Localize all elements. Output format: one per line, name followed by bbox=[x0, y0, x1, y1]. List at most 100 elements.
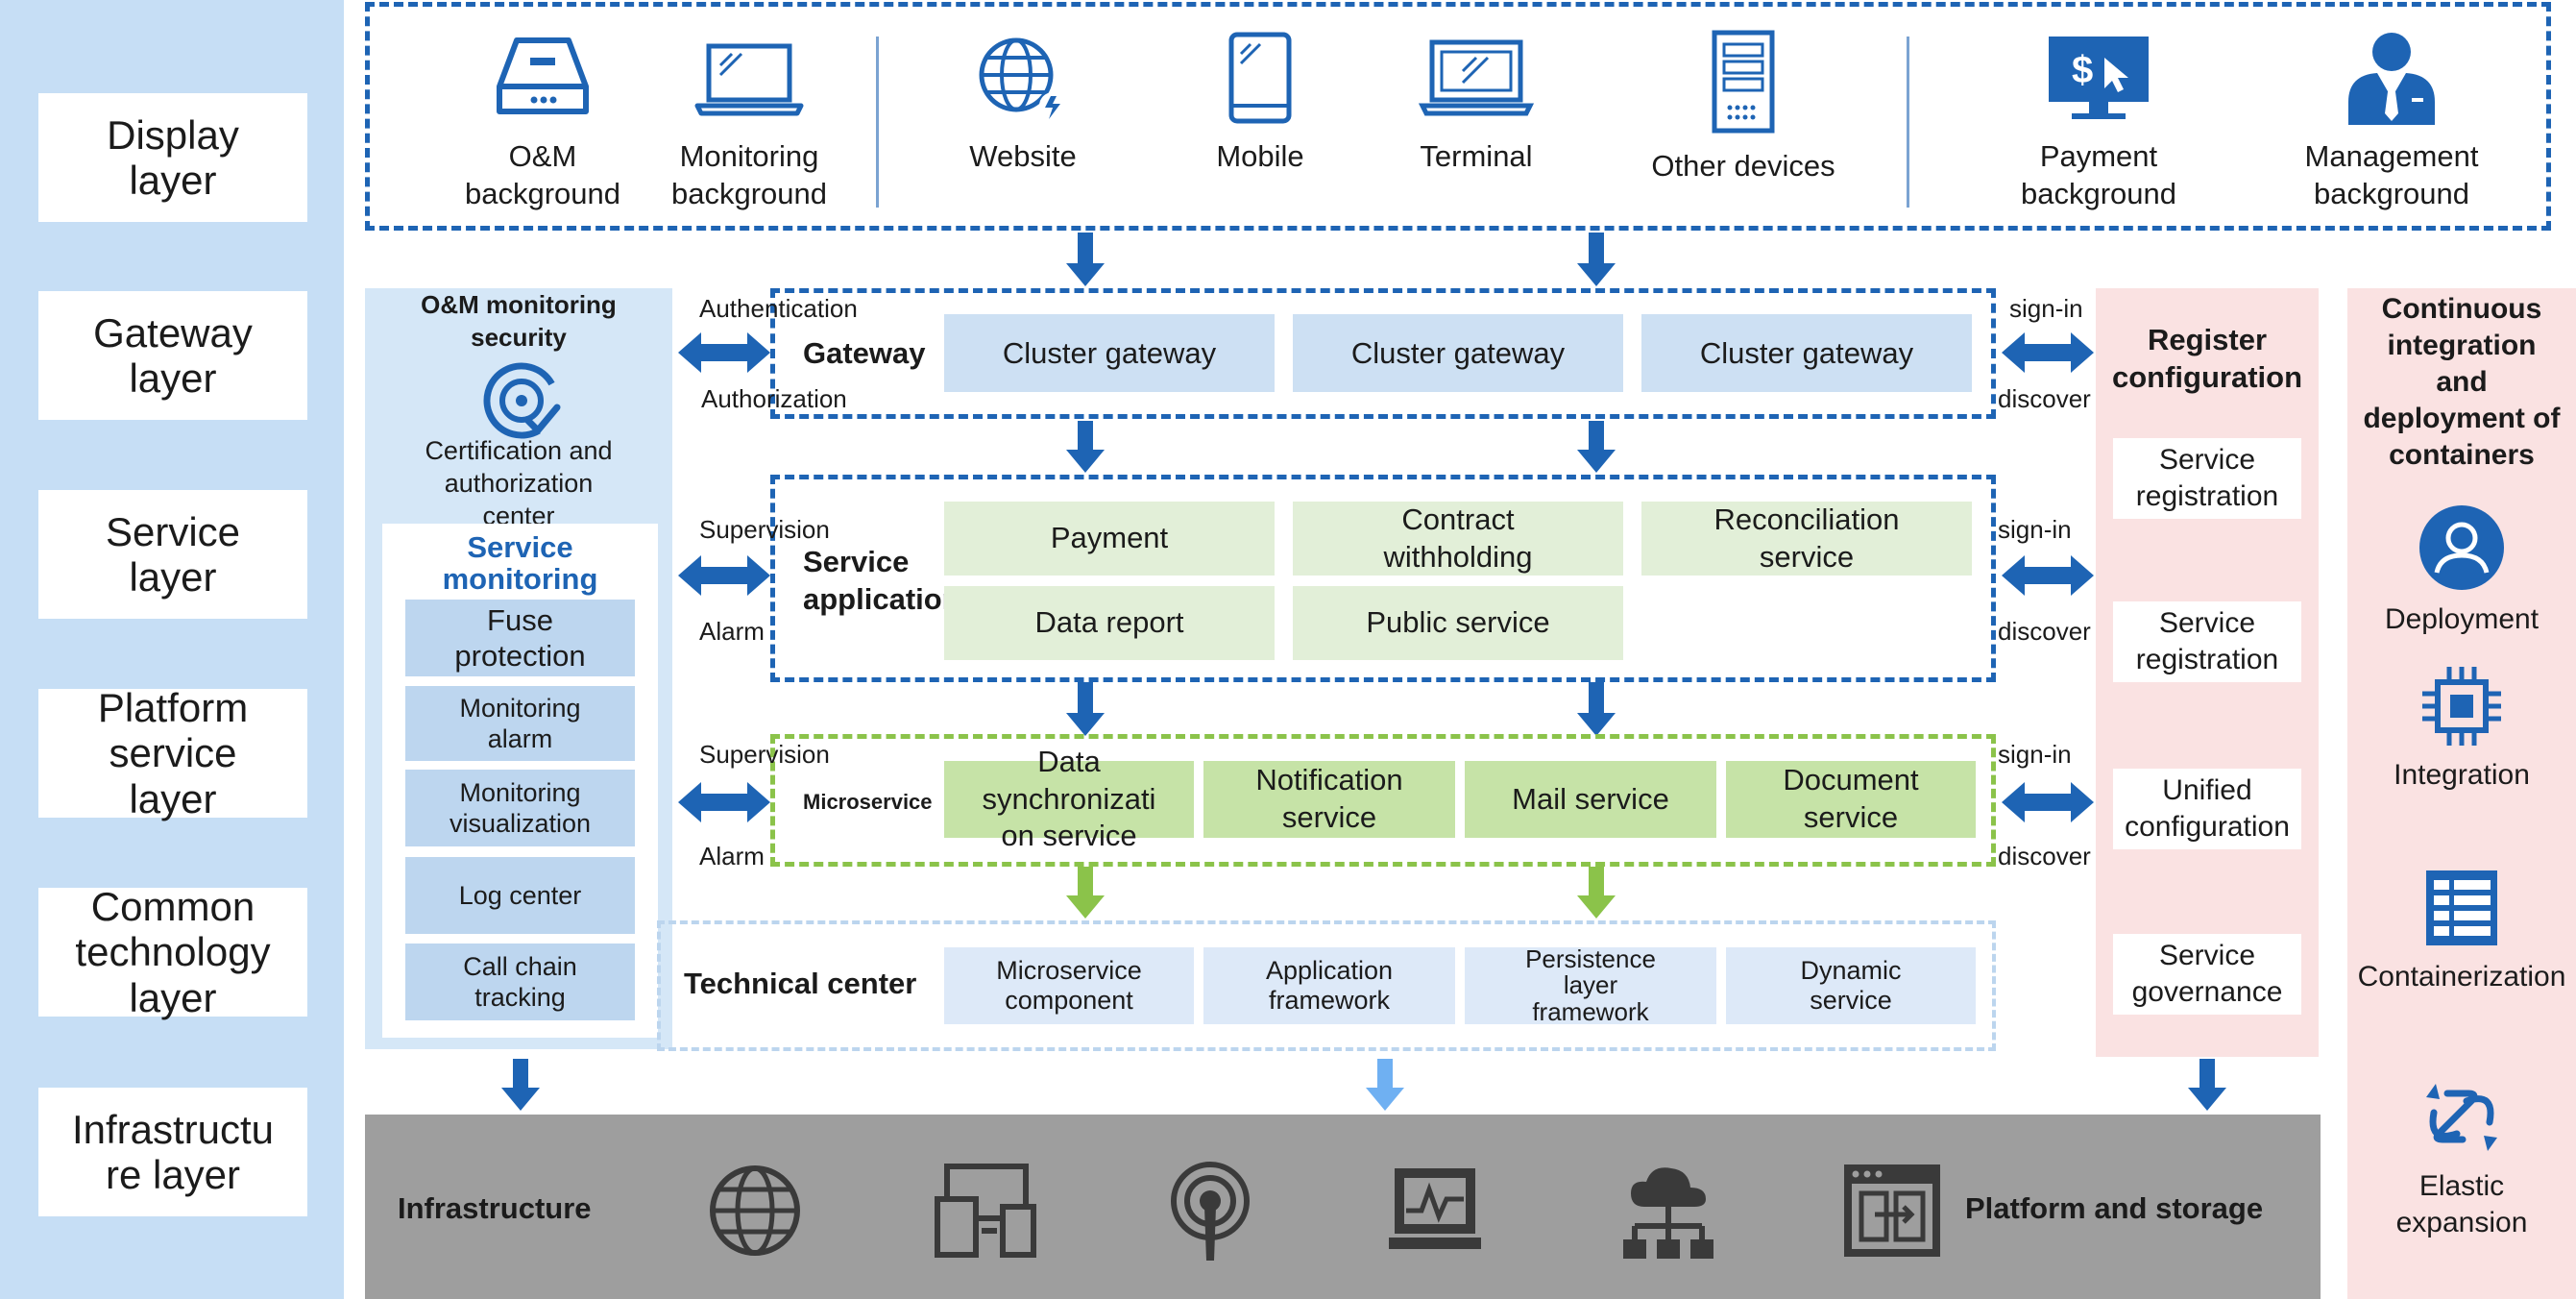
display-item-mobile: Mobile bbox=[1169, 29, 1351, 176]
register-configuration-title: Register configuration bbox=[2111, 323, 2303, 394]
down-arrow-green bbox=[1066, 867, 1105, 919]
cluster-gateway-box: Cluster gateway bbox=[1293, 314, 1623, 392]
down-arrow-light bbox=[1366, 1059, 1404, 1111]
microservice-title: Microservice bbox=[803, 790, 933, 814]
double-arrow bbox=[678, 782, 770, 822]
cluster-gateway-box: Cluster gateway bbox=[944, 314, 1275, 392]
monitoring-item-fuse-protection: Fuse protection bbox=[405, 600, 635, 676]
microservice-layer-box bbox=[770, 734, 1996, 867]
double-arrow bbox=[678, 555, 770, 596]
scale-icon bbox=[2426, 1084, 2497, 1151]
document-service-box: Document service bbox=[1726, 761, 1976, 838]
monitoring-item-log-center: Log center bbox=[405, 857, 635, 934]
layer-label-common-technology: Common technology layer bbox=[38, 884, 307, 1020]
ci-cd-panel bbox=[2347, 288, 2576, 1299]
contract-withholding-box: Contract withholding bbox=[1293, 502, 1623, 576]
display-divider bbox=[876, 37, 879, 208]
layer-label-gateway: Gateway layer bbox=[38, 291, 307, 420]
service-monitoring-title: Service monitoring bbox=[442, 530, 598, 596]
display-item-other-devices: Other devices bbox=[1623, 29, 1863, 185]
display-item-payment: $ Payment background bbox=[1988, 29, 2209, 213]
service-application-title: Service application bbox=[803, 545, 947, 616]
gateway-right-bottom-label: discover bbox=[1998, 384, 2091, 413]
ci-item-integration: Integration bbox=[2347, 663, 2576, 794]
down-arrow-green bbox=[1577, 867, 1616, 919]
payment-icon: $ bbox=[2049, 37, 2149, 119]
data-synchronization-service-box: Data synchronizati on service bbox=[944, 745, 1194, 852]
service-registration-box: Service registration bbox=[2113, 438, 2301, 519]
svg-text:$: $ bbox=[2072, 49, 2093, 91]
display-item-management: Management background bbox=[2267, 29, 2516, 213]
monitoring-item-monitoring-visualization: Monitoring visualization bbox=[405, 770, 635, 846]
mail-service-box: Mail service bbox=[1465, 761, 1716, 838]
gateway-left-bottom-label: Authorization bbox=[701, 384, 847, 413]
microservice-left-bottom-label: Alarm bbox=[699, 842, 765, 870]
ci-item-label: Containerization bbox=[2357, 961, 2566, 993]
devices-icon bbox=[935, 1164, 1036, 1258]
microservice-component-box: Microservice component bbox=[944, 947, 1194, 1024]
down-arrow bbox=[1577, 233, 1616, 286]
ci-item-label: Integration bbox=[2394, 759, 2530, 791]
double-arrow bbox=[2002, 782, 2094, 822]
monitor-chart-icon bbox=[1389, 1168, 1481, 1249]
microservice-left-top-label: Supervision bbox=[699, 740, 830, 769]
down-arrow bbox=[501, 1059, 540, 1111]
layer-label-infrastructure: Infrastructu re layer bbox=[38, 1088, 307, 1216]
notification-service-box: Notification service bbox=[1203, 761, 1455, 838]
globe-icon bbox=[710, 1165, 800, 1256]
service-governance-box: Service governance bbox=[2113, 934, 2301, 1015]
chip-icon bbox=[2422, 667, 2501, 746]
ci-item-containerization: Containerization bbox=[2347, 865, 2576, 995]
server-icon bbox=[1712, 30, 1775, 134]
ci-cd-title: Continuous integration and deployment of… bbox=[2363, 292, 2561, 472]
technical-center-box bbox=[657, 920, 1996, 1051]
down-arrow bbox=[1066, 421, 1105, 473]
user-circle-icon bbox=[2419, 505, 2504, 590]
display-item-label: Other devices bbox=[1651, 149, 1835, 183]
infrastructure-title: Infrastructure bbox=[398, 1191, 592, 1225]
down-arrow bbox=[1066, 682, 1105, 736]
microservice-right-bottom-label: discover bbox=[1998, 842, 2091, 870]
container-icon bbox=[2426, 870, 2497, 945]
cloud-network-icon bbox=[1623, 1167, 1713, 1259]
om-panel-title: O&M monitoring security bbox=[421, 290, 617, 352]
layer-label-display: Display layer bbox=[38, 93, 307, 222]
infrastructure-band bbox=[365, 1115, 2321, 1299]
globe-icon bbox=[979, 37, 1066, 119]
gateway-layer-box bbox=[770, 288, 1996, 419]
display-item-label: Payment background bbox=[2020, 139, 2176, 210]
service-left-top-label: Supervision bbox=[699, 515, 830, 544]
persistence-layer-framework-box: Persistence layer framework bbox=[1465, 945, 1716, 1024]
service-layer-box bbox=[770, 475, 1996, 682]
display-item-label: Terminal bbox=[1420, 139, 1533, 173]
display-item-label: Monitoring background bbox=[670, 139, 827, 210]
display-item-label: Website bbox=[969, 139, 1077, 173]
unified-configuration-box: Unified configuration bbox=[2113, 769, 2301, 849]
down-arrow bbox=[1066, 233, 1105, 286]
display-item-label: O&M background bbox=[464, 139, 620, 210]
tablet-icon bbox=[1228, 32, 1292, 124]
service-left-bottom-label: Alarm bbox=[699, 617, 765, 646]
layer-label-service: Service layer bbox=[38, 490, 307, 619]
display-divider bbox=[1907, 37, 1909, 208]
monitoring-item-monitoring-alarm: Monitoring alarm bbox=[405, 686, 635, 761]
laptop-icon bbox=[694, 43, 804, 116]
drive-icon bbox=[497, 37, 589, 114]
ci-item-label: Elastic expansion bbox=[2395, 1170, 2528, 1238]
service-right-bottom-label: discover bbox=[1998, 617, 2091, 646]
down-arrow bbox=[1577, 682, 1616, 736]
storage-window-icon bbox=[1844, 1164, 1940, 1257]
double-arrow bbox=[2002, 332, 2094, 373]
gateway-right-top-label: sign-in bbox=[2009, 294, 2083, 323]
down-arrow bbox=[1577, 421, 1616, 473]
monitor-icon bbox=[1419, 39, 1534, 116]
manager-icon bbox=[2348, 33, 2435, 125]
ci-item-label: Deployment bbox=[2384, 603, 2540, 635]
gateway-title: Gateway bbox=[803, 336, 926, 370]
public-service-box: Public service bbox=[1293, 586, 1623, 660]
display-layer-box bbox=[365, 2, 2551, 231]
ci-item-elastic-expansion: Elastic expansion bbox=[2347, 1074, 2576, 1240]
gateway-left-top-label: Authentication bbox=[699, 294, 858, 323]
service-right-top-label: sign-in bbox=[1998, 515, 2072, 544]
service-registration-box: Service registration bbox=[2113, 601, 2301, 682]
